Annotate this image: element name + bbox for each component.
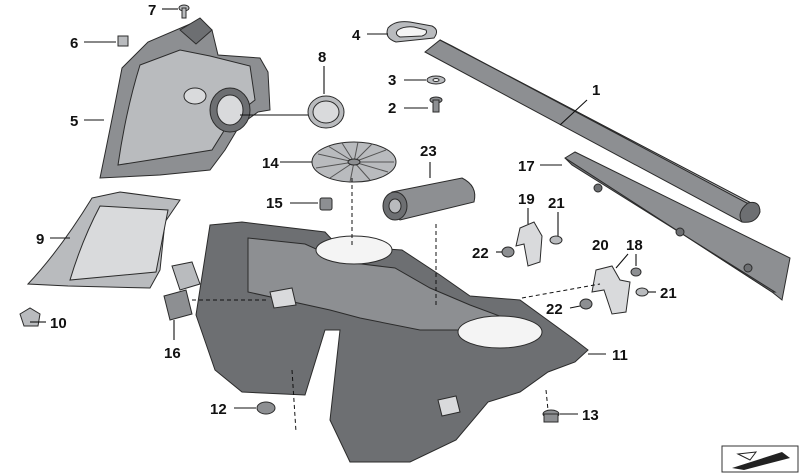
callout-5: 5 bbox=[70, 113, 78, 130]
callout-9: 9 bbox=[36, 231, 44, 248]
callout-7: 7 bbox=[148, 2, 156, 19]
part-9-lower-panel bbox=[26, 191, 181, 289]
part-13-fastener bbox=[542, 409, 560, 423]
callout-20: 20 bbox=[592, 237, 609, 254]
callout-22-lower: 22 bbox=[546, 301, 563, 318]
callout-16: 16 bbox=[164, 345, 181, 362]
part-8-cover bbox=[307, 95, 345, 129]
part-17-trim-strip bbox=[564, 151, 791, 301]
part-22-nut-lower bbox=[579, 298, 593, 310]
callout-18: 18 bbox=[626, 237, 643, 254]
part-23-cylinder bbox=[382, 177, 476, 221]
part-12-fastener bbox=[256, 401, 276, 415]
callout-13: 13 bbox=[582, 407, 599, 424]
assembly-lines bbox=[192, 178, 601, 433]
callout-23: 23 bbox=[420, 143, 437, 160]
callout-10: 10 bbox=[50, 315, 67, 332]
part-10-push-clip bbox=[19, 307, 41, 327]
part-5-side-panel bbox=[99, 17, 271, 179]
part-7-screw bbox=[178, 4, 190, 19]
part-18-nut bbox=[630, 267, 642, 277]
callout-14: 14 bbox=[262, 155, 279, 172]
part-2-screw bbox=[429, 96, 443, 113]
callout-8: 8 bbox=[318, 49, 326, 66]
callout-11: 11 bbox=[612, 347, 628, 364]
part-19-bracket bbox=[515, 221, 543, 267]
part-3-washer bbox=[426, 75, 446, 85]
callout-21-lower: 21 bbox=[660, 285, 677, 302]
callout-3: 3 bbox=[388, 72, 396, 89]
callout-17: 17 bbox=[518, 158, 535, 175]
part-22-nut-upper bbox=[501, 246, 515, 258]
callout-2: 2 bbox=[388, 100, 396, 117]
callout-6: 6 bbox=[70, 35, 78, 52]
part-15-nut bbox=[319, 197, 333, 211]
part-6-clip bbox=[117, 35, 129, 47]
callout-4: 4 bbox=[352, 27, 361, 44]
callout-21-upper: 21 bbox=[548, 195, 565, 212]
callout-12: 12 bbox=[210, 401, 227, 418]
leader-lines bbox=[30, 8, 656, 415]
callout-labels: 1 2 3 4 5 6 7 8 9 10 11 12 13 14 15 16 1… bbox=[36, 2, 677, 424]
part-4-grommet bbox=[386, 21, 438, 43]
callout-1: 1 bbox=[592, 82, 600, 99]
part-16-cover-plate bbox=[163, 261, 201, 321]
part-21-nut-upper bbox=[549, 235, 563, 245]
callout-22-upper: 22 bbox=[472, 245, 489, 262]
part-21-nut-lower bbox=[635, 287, 649, 297]
callout-19: 19 bbox=[518, 191, 535, 208]
part-1-rail bbox=[424, 39, 761, 223]
part-11-trunk-panel bbox=[195, 221, 589, 463]
orientation-arrow-icon bbox=[721, 445, 799, 473]
callout-15: 15 bbox=[266, 195, 283, 212]
part-14-speaker-grille bbox=[311, 141, 397, 183]
part-20-bracket bbox=[591, 265, 631, 315]
